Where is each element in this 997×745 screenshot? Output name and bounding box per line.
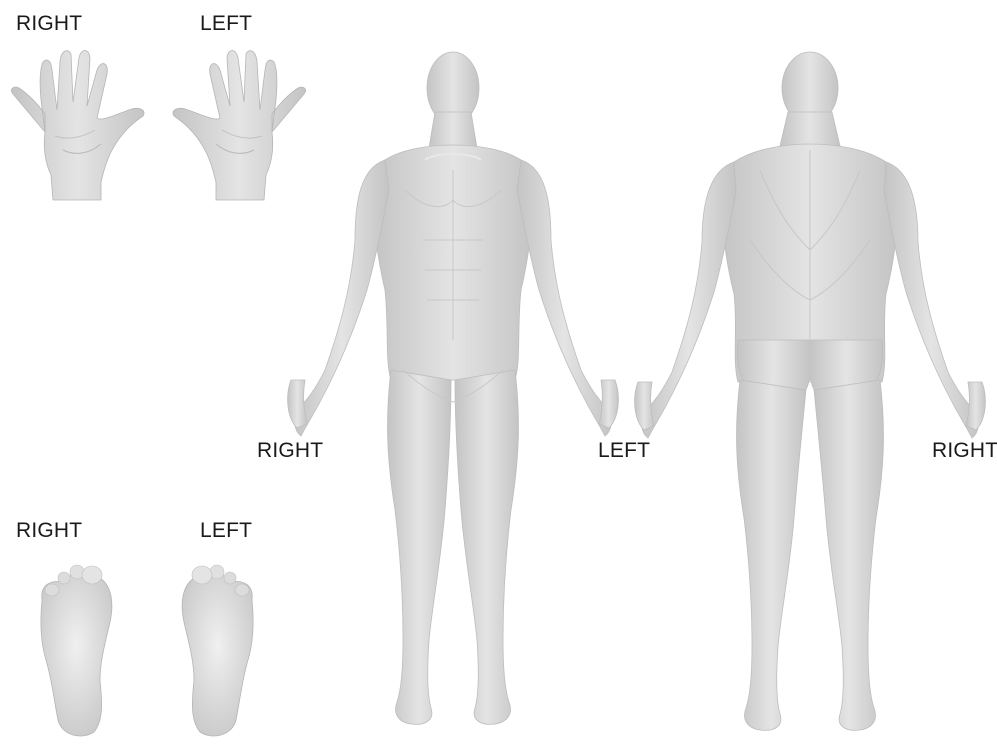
hands-right-label: RIGHT	[16, 13, 82, 34]
right-hand-figure	[5, 40, 155, 205]
hands-left-label: LEFT	[200, 13, 252, 34]
right-foot-figure	[22, 560, 122, 740]
left-foot-figure	[172, 560, 272, 740]
front-body-figure	[285, 40, 625, 740]
back-body-figure	[630, 40, 985, 740]
feet-left-label: LEFT	[200, 520, 252, 541]
feet-right-label: RIGHT	[16, 520, 82, 541]
